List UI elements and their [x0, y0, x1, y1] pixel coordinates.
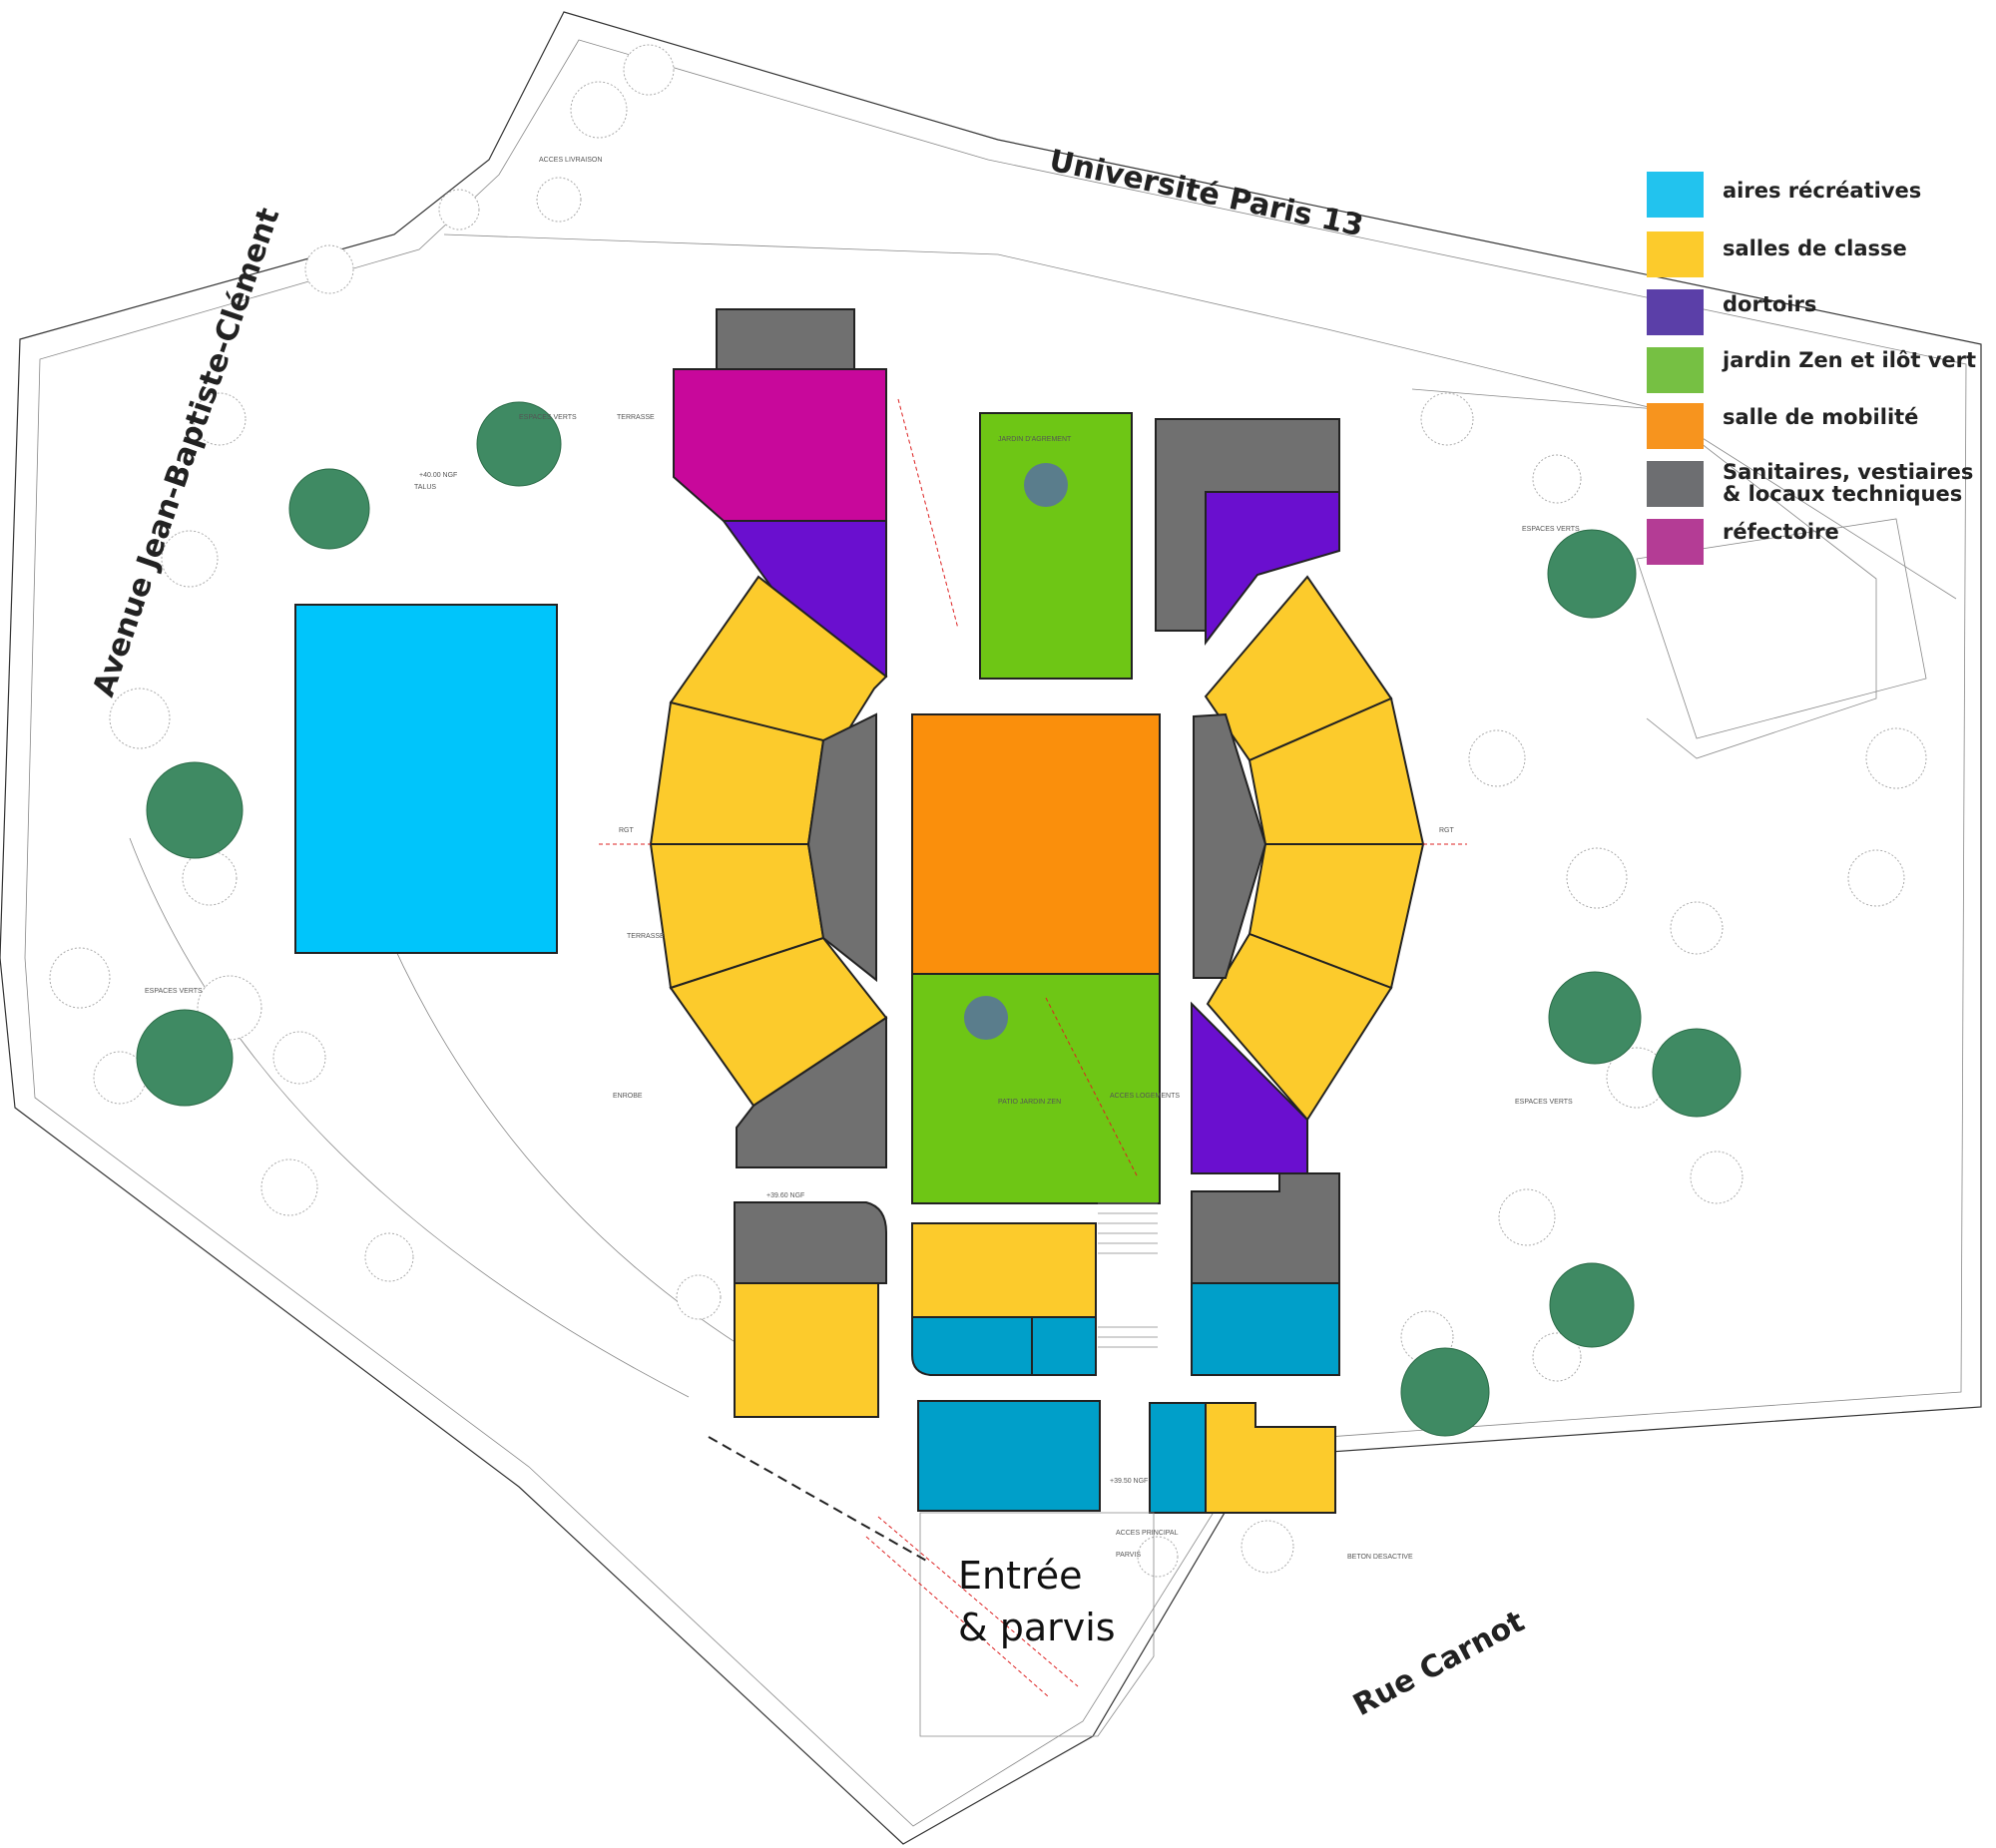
legend-label-refectory: réfectoire	[1723, 520, 1839, 544]
label-enrobe: ENROBE	[613, 1093, 643, 1100]
dormitory-right-top	[1205, 491, 1340, 646]
entrance-label-line1: Entrée	[958, 1554, 1083, 1598]
legend-label-technical: Sanitaires, vestiaires	[1723, 460, 1973, 484]
label-ngf-3: +40.00 NGF	[419, 472, 457, 479]
legend-label-garden: jardin Zen et ilôt vert	[1722, 348, 1976, 372]
label-espaces-verts-ne: ESPACES VERTS	[1522, 526, 1580, 533]
center	[911, 412, 1161, 1512]
label-rgt-left: RGT	[619, 827, 635, 834]
entrance-forecourt	[708, 1436, 1155, 1737]
legend-swatch-dormitory	[1647, 289, 1704, 335]
label-espaces-verts-w: ESPACES VERTS	[145, 988, 203, 995]
entrance-label-line2: & parvis	[958, 1606, 1116, 1649]
garden-tree-top	[1024, 463, 1068, 507]
label-terrasse-w: TERRASSE	[627, 933, 665, 940]
label-terrasse-nw: TERRASSE	[617, 414, 655, 421]
legend-swatch-mobility	[1647, 403, 1704, 449]
label-acces-logements: ACCES LOGEMENTS	[1110, 1093, 1180, 1100]
legend-swatch-technical	[1647, 461, 1704, 507]
left-wing	[649, 308, 888, 1418]
zen-garden	[911, 973, 1161, 1204]
label-ngf-1: +39.60 NGF	[766, 1192, 804, 1199]
classroom-center	[911, 1222, 1097, 1318]
legend-swatch-refectory	[1647, 519, 1704, 565]
label-espaces-verts-nw: ESPACES VERTS	[519, 414, 577, 421]
label-parvis: PARVIS	[1116, 1552, 1141, 1559]
technical-right-curve	[1193, 712, 1267, 979]
street-north: Université Paris 13	[1046, 144, 1366, 244]
label-talus: TALUS	[414, 484, 436, 491]
label-acces-principal: ACCES PRINCIPAL	[1116, 1530, 1179, 1537]
label-acces-livraison: ACCES LIVRAISON	[539, 157, 602, 164]
label-beton: BETON DESACTIVE	[1347, 1554, 1413, 1561]
street-west: Avenue Jean-Baptiste-Clément	[86, 204, 286, 701]
legend-label-technical-2: & locaux techniques	[1723, 482, 1962, 506]
technical-left-lower	[734, 1201, 887, 1284]
circulation	[599, 398, 1467, 1178]
street-south: Rue Carnot	[1347, 1605, 1530, 1723]
label-jardin-agrement: JARDIN D'AGREMENT	[998, 436, 1072, 443]
technical-right-lower	[1191, 1172, 1340, 1284]
recreation-right-lower	[1149, 1402, 1207, 1514]
classroom-left-lower	[734, 1282, 879, 1418]
garden-agrement	[979, 412, 1133, 680]
stairs	[1098, 1202, 1158, 1348]
garden-tree-patio	[964, 996, 1008, 1040]
label-rgt-right: RGT	[1439, 827, 1455, 834]
recreation-right	[1191, 1282, 1340, 1376]
legend-swatch-garden	[1647, 347, 1704, 393]
refectory	[673, 368, 887, 522]
legend-label-classroom: salles de classe	[1723, 236, 1907, 260]
trees	[136, 401, 1742, 1437]
plan-annotations: ACCES LIVRAISON ESPACES VERTS +40.00 NGF…	[145, 157, 1580, 1561]
legend-label-mobility: salle de mobilité	[1723, 405, 1918, 429]
recreation-center-small-b	[1031, 1316, 1097, 1376]
label-espaces-verts-e: ESPACES VERTS	[1515, 1099, 1573, 1106]
legend-swatch-recreation	[1647, 172, 1704, 218]
technical-left-bottom	[736, 1016, 887, 1168]
legend-swatch-classroom	[1647, 231, 1704, 277]
recreation-center-lower	[917, 1400, 1101, 1512]
legend-label-dormitory: dortoirs	[1723, 292, 1816, 316]
vegetation	[49, 44, 1927, 1578]
mobility-room	[911, 713, 1161, 975]
label-patio: PATIO JARDIN ZEN	[998, 1099, 1061, 1106]
right-wing	[1149, 418, 1425, 1514]
label-ngf-2: +39.50 NGF	[1110, 1478, 1148, 1485]
recreation-field	[294, 604, 558, 954]
technical-room-top-left	[716, 308, 855, 370]
recreation-center-small-a	[911, 1316, 1033, 1376]
legend: aires récréatives salles de classe dorto…	[1647, 172, 1976, 565]
legend-label-recreation: aires récréatives	[1723, 179, 1921, 203]
technical-left-curve	[806, 712, 877, 983]
classroom-right-lower	[1205, 1402, 1336, 1514]
